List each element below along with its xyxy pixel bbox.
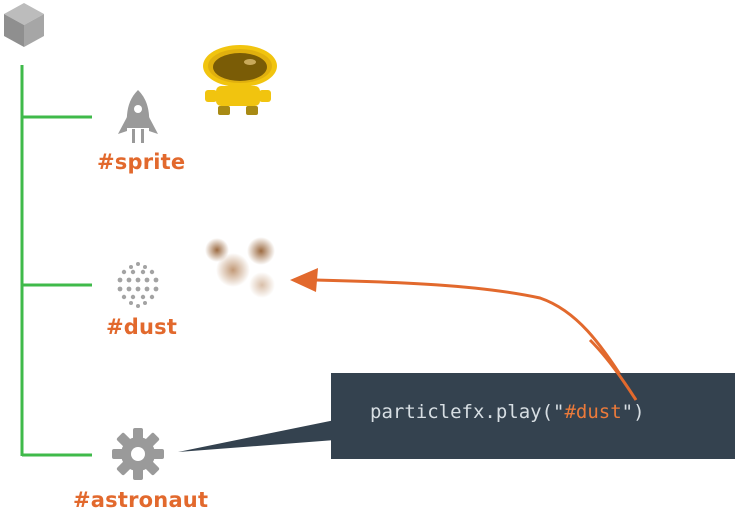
label-sprite: #sprite — [97, 150, 186, 174]
label-astronaut: #astronaut — [73, 488, 209, 512]
label-dust: #dust — [106, 315, 178, 339]
code-prefix: particlefx.play(" — [370, 401, 565, 423]
astronaut-sprite-icon — [203, 45, 277, 115]
gear-icon — [112, 428, 164, 480]
rocket-icon — [118, 90, 158, 143]
code-snippet: particlefx.play("#dust") — [370, 401, 645, 423]
hierarchy-tree-lines — [20, 65, 92, 457]
code-highlight-id: #dust — [564, 401, 622, 423]
callout-pointer — [178, 420, 335, 452]
code-suffix: ") — [621, 401, 645, 423]
code-callout — [331, 373, 735, 459]
dust-particles-icon — [205, 237, 275, 298]
particle-dots-icon — [117, 262, 159, 308]
game-object-cube-icon — [4, 3, 44, 47]
